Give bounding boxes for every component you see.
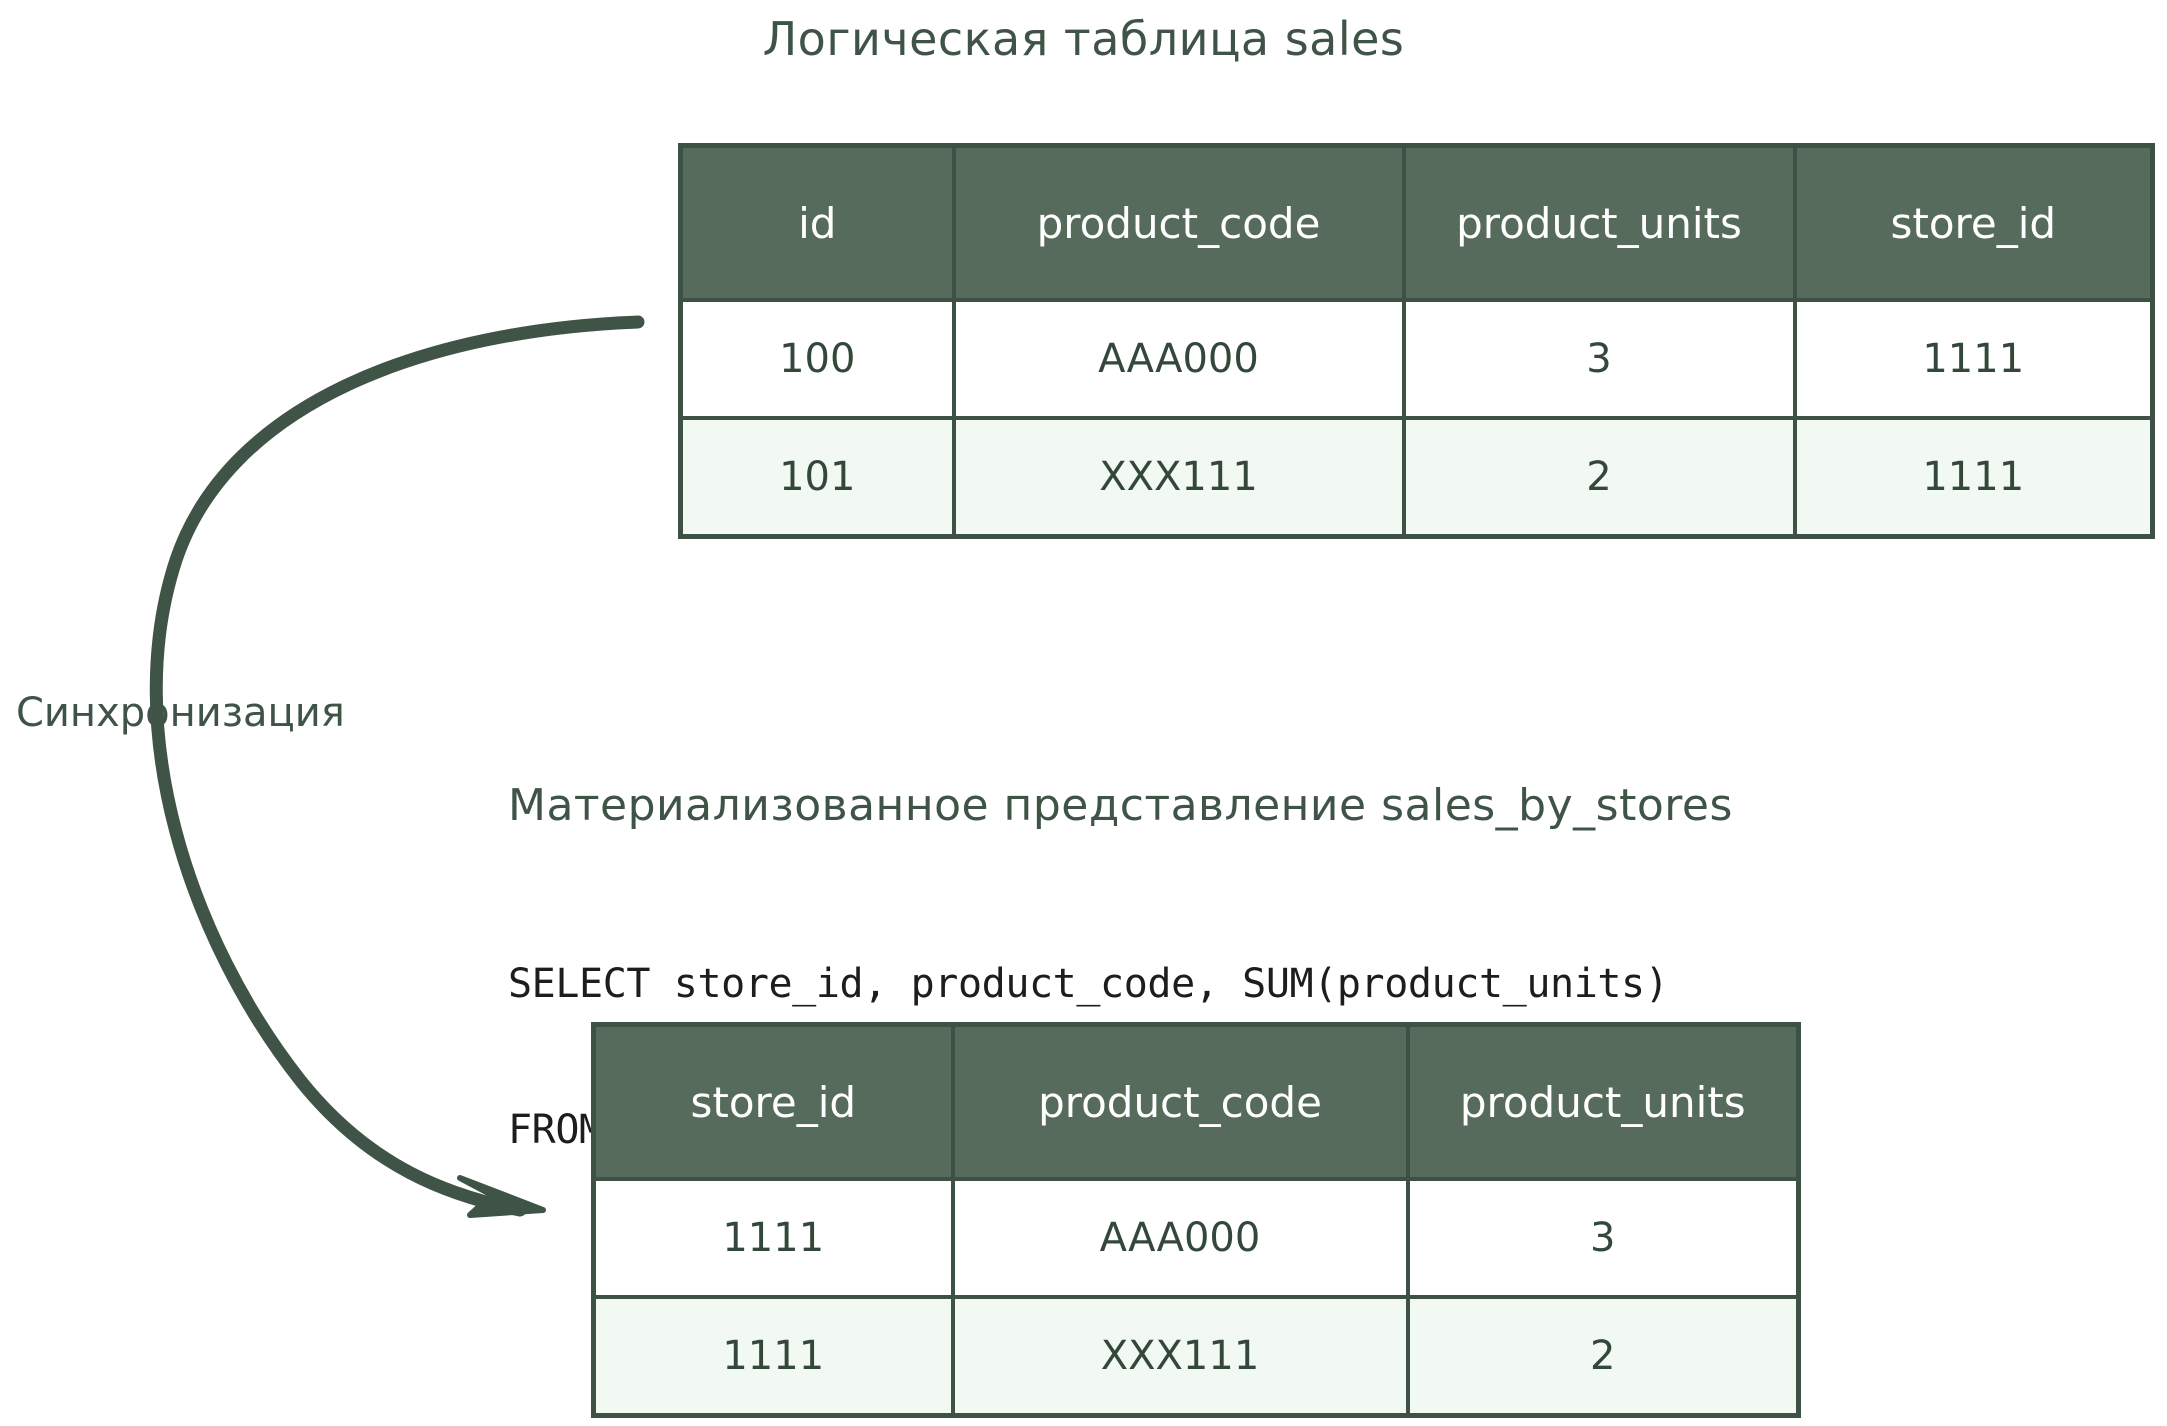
table-header-row: store_id product_code product_units (591, 1022, 1801, 1181)
cell-product-code: AAA000 (951, 298, 1406, 420)
column-header-product-units: product_units (1401, 143, 1797, 302)
cell-product-units: 2 (1401, 416, 1797, 539)
cell-id: 101 (678, 416, 956, 539)
sql-line-1: SELECT store_id, product_code, SUM(produ… (508, 960, 1669, 1007)
column-header-store-id: store_id (1792, 143, 2155, 302)
table-row: 100 AAA000 3 1111 (678, 298, 2155, 420)
sync-arrow-label: Синхронизация (16, 690, 345, 736)
cell-store-id: 1111 (591, 1177, 955, 1299)
cell-product-units: 3 (1401, 298, 1797, 420)
column-header-store-id: store_id (591, 1022, 955, 1181)
table-row: 1111 AAA000 3 (591, 1177, 1801, 1299)
column-header-product-units: product_units (1405, 1022, 1801, 1181)
cell-product-units: 2 (1405, 1295, 1801, 1418)
cell-product-units: 3 (1405, 1177, 1801, 1299)
page-title: Логическая таблица sales (762, 12, 1405, 66)
cell-store-id: 1111 (1792, 298, 2155, 420)
cell-store-id: 1111 (1792, 416, 2155, 539)
cell-product-code: XXX111 (950, 1295, 1410, 1418)
cell-product-code: XXX111 (951, 416, 1406, 539)
table-row: 101 XXX111 2 1111 (678, 416, 2155, 539)
cell-store-id: 1111 (591, 1295, 955, 1418)
column-header-product-code: product_code (951, 143, 1406, 302)
cell-id: 100 (678, 298, 956, 420)
column-header-product-code: product_code (950, 1022, 1410, 1181)
materialized-view-title: Материализованное представление sales_by… (508, 780, 1733, 831)
table-row: 1111 XXX111 2 (591, 1295, 1801, 1418)
cell-product-code: AAA000 (950, 1177, 1410, 1299)
sales-by-stores-table: store_id product_code product_units 1111… (591, 1022, 1801, 1418)
sales-table: id product_code product_units store_id 1… (678, 143, 2155, 539)
table-header-row: id product_code product_units store_id (678, 143, 2155, 302)
column-header-id: id (678, 143, 956, 302)
